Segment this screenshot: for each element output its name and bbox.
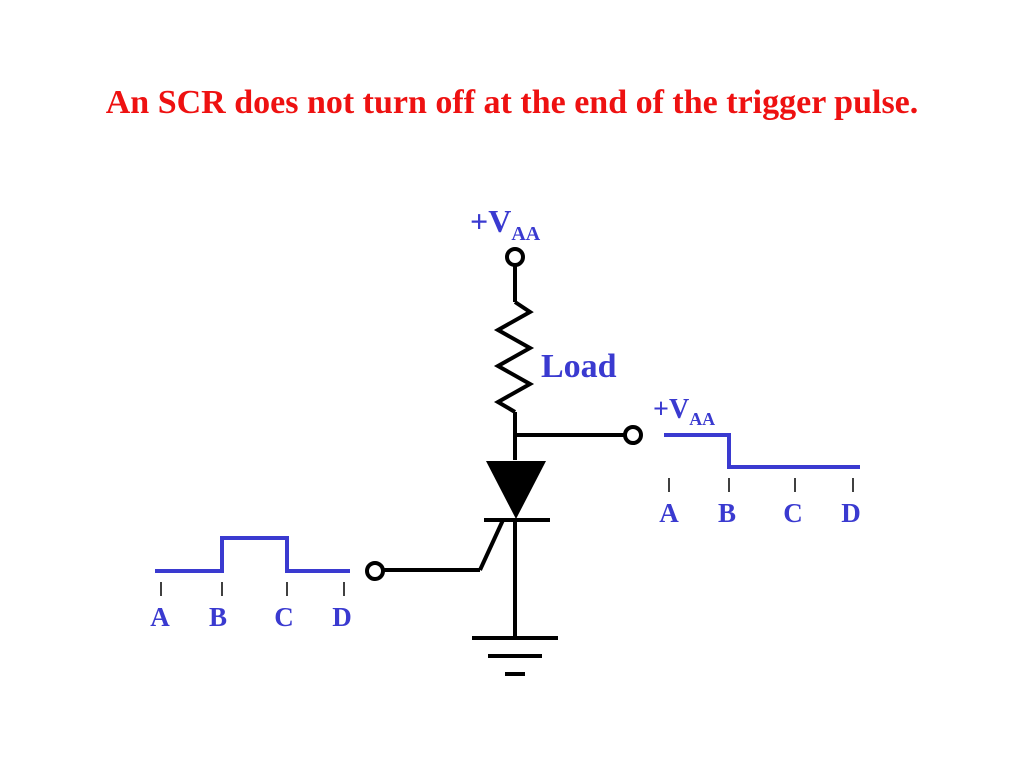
output-mark-c: C xyxy=(783,498,803,528)
load-resistor xyxy=(493,300,535,414)
slide-title: An SCR does not turn off at the end of t… xyxy=(106,84,919,121)
trigger-ticks xyxy=(160,582,345,596)
supply-label-prefix: +V xyxy=(470,203,511,239)
scr-gate-lead xyxy=(478,519,505,571)
trigger-waveform xyxy=(155,536,350,573)
scr-anode-triangle xyxy=(486,461,546,519)
supply-label: +VAA xyxy=(470,203,541,245)
output-mark-b: B xyxy=(718,498,736,528)
trigger-mark-d: D xyxy=(332,602,352,632)
supply-label-sub: AA xyxy=(511,223,540,245)
trigger-mark-c: C xyxy=(274,602,294,632)
output-terminal xyxy=(623,425,643,445)
output-label-sub: AA xyxy=(689,409,715,429)
ground-symbol xyxy=(472,636,558,676)
output-waveform xyxy=(664,433,860,469)
output-label-prefix: +V xyxy=(653,394,689,425)
output-ticks xyxy=(668,478,854,492)
trigger-mark-a: A xyxy=(150,602,170,632)
output-mark-a: A xyxy=(659,498,679,528)
gate-terminal xyxy=(365,561,385,581)
supply-terminal xyxy=(505,247,525,267)
trigger-mark-b: B xyxy=(209,602,227,632)
output-mark-d: D xyxy=(841,498,861,528)
load-label: Load xyxy=(541,348,617,385)
output-label: +VAA xyxy=(653,394,715,429)
